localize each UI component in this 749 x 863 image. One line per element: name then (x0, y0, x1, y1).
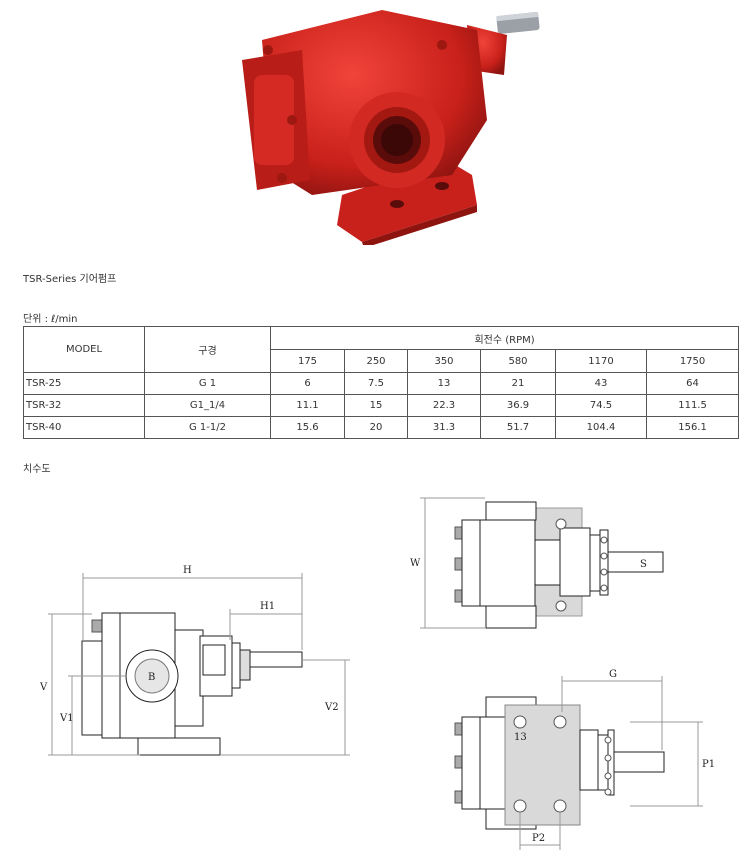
label-p1: P1 (702, 759, 715, 770)
label-b: B (148, 672, 155, 683)
label-hole: 13 (514, 732, 527, 743)
label-v1: V1 (59, 713, 74, 724)
label-v: V (39, 682, 48, 693)
label-w: W (410, 558, 421, 569)
table-row: TSR-40 G 1-1/2 15.6 20 31.3 51.7 104.4 1… (23, 416, 740, 439)
flow-cell: 156.1 (645, 416, 740, 439)
label-h1: H1 (260, 601, 275, 612)
dimension-title: 치수도 (23, 464, 51, 475)
rpm-cell: 350 (407, 349, 481, 373)
label-g: G (609, 669, 617, 680)
label-p2: P2 (532, 833, 545, 844)
rpm-cell: 175 (270, 349, 345, 373)
capacity-table: MODEL 구경 회전수 (RPM) 175 250 350 580 1170 … (23, 326, 740, 439)
label-s: S (640, 559, 647, 570)
table-row: TSR-32 G1_1/4 11.1 15 22.3 36.9 74.5 111… (23, 394, 740, 417)
flow-cell: 15.6 (270, 416, 345, 439)
bore-header: 구경 (144, 326, 271, 373)
label-v2: V2 (324, 702, 339, 713)
pump-photo (242, 10, 540, 245)
unit-label: 단위 : ℓ/min (23, 314, 78, 325)
flow-cell: 104.4 (555, 416, 647, 439)
rpm-cell: 1170 (555, 349, 647, 373)
model-header: MODEL (23, 326, 145, 373)
label-h: H (183, 565, 192, 576)
bore-cell: G 1-1/2 (144, 416, 271, 439)
series-title: TSR-Series 기어펌프 (23, 274, 117, 285)
